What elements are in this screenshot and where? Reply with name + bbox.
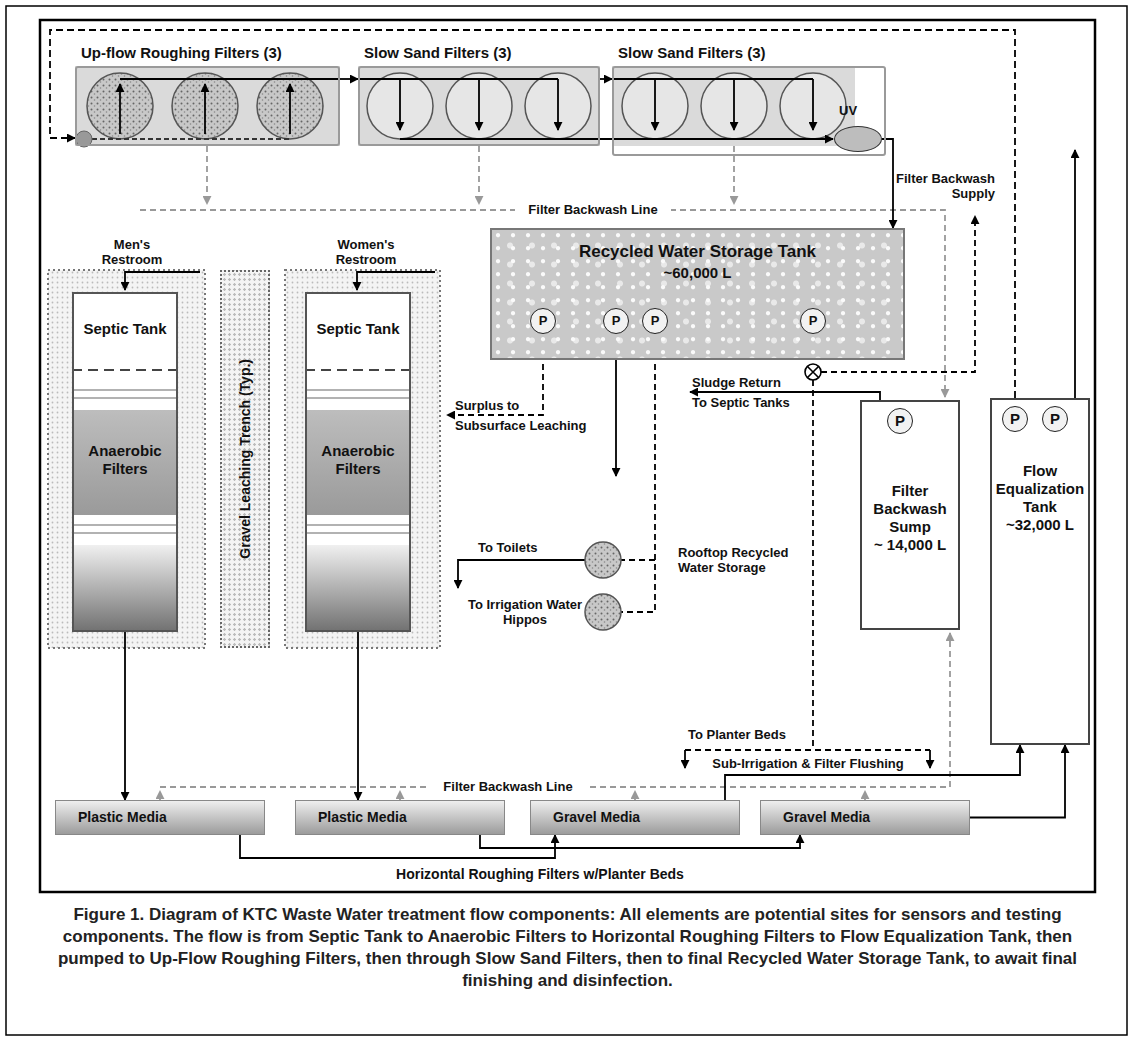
equalization-tank: Flow Equalization Tank~32,000 L P P	[990, 398, 1090, 745]
node-title: Filter Backwash Sump	[866, 482, 954, 536]
restroom-inlets	[125, 272, 435, 290]
flow-label: Surplus to	[455, 399, 540, 414]
uv-unit: UV	[834, 126, 882, 152]
flow-label: Sludge Return	[692, 376, 802, 391]
flow-connector	[882, 139, 893, 228]
node-note: ~ 14,000 L	[874, 536, 946, 554]
node-note: ~32,000 L	[1006, 516, 1074, 534]
septic-tank: Septic TankAnaerobic Filters	[305, 292, 411, 632]
flow-connector	[124, 632, 126, 800]
node-title: P	[1010, 410, 1020, 428]
flow-label: Filter Backwash Line	[515, 203, 671, 218]
flow-connector	[970, 745, 1065, 818]
recycled-water-lines	[447, 150, 1075, 768]
roughing-filter: Gravel Media	[760, 800, 970, 835]
flow-label: To Planter Beds	[688, 728, 806, 743]
flow-label: Subsurface Leaching	[455, 419, 605, 434]
node-note: Anaerobic Filters	[74, 442, 176, 478]
figure-caption: Figure 1. Diagram of KTC Waste Water tre…	[40, 904, 1095, 992]
flow-connector	[340, 78, 358, 80]
roughing-filter: Plastic Media	[295, 800, 505, 835]
node-title: Slow Sand Filters (3)	[364, 44, 512, 62]
flow-label: To Irrigation Water Hippos	[466, 598, 584, 628]
pump-symbol: P	[800, 308, 826, 334]
node-title: P	[1050, 410, 1060, 428]
flow-label: Filter Backwash Supply	[882, 172, 995, 202]
pump-symbol: P	[887, 408, 913, 434]
valve-symbol	[805, 364, 821, 380]
flow-label: Women's Restroom	[318, 238, 414, 268]
backwash-sump: Filter Backwash Sump~ 14,000 L P	[860, 400, 960, 630]
node-title: Plastic Media	[78, 809, 167, 826]
septic-regions	[48, 270, 440, 648]
pump-symbol: P	[1002, 406, 1028, 432]
filter-band: Up-flow Roughing Filters (3)	[75, 66, 340, 146]
frames	[6, 6, 1127, 1035]
rooftop-storage	[585, 542, 621, 630]
flow-label: Men's Restroom	[92, 238, 172, 268]
node-title: Gravel Media	[783, 809, 870, 826]
flow-connector	[240, 835, 555, 858]
flow-connector	[600, 78, 612, 80]
flow-label: To Toilets	[478, 541, 568, 556]
node-title: Flow Equalization Tank	[996, 462, 1084, 516]
flow-connector	[357, 632, 359, 800]
flow-connector	[50, 30, 1015, 398]
pump-symbol: P	[530, 308, 556, 334]
node-title: Gravel Leaching Trench (Typ.)	[237, 359, 254, 559]
septic-tank: Septic TankAnaerobic Filters	[72, 292, 178, 632]
roughing-filter: Plastic Media	[55, 800, 265, 835]
storage-tank: Recycled Water Storage Tank ~60,000 L P P P P	[490, 228, 905, 360]
node-title: Septic Tank	[74, 320, 176, 338]
pump-symbol: P	[1042, 406, 1068, 432]
flow-label: Filter Backwash Line	[430, 780, 586, 795]
flow-connector	[725, 745, 1020, 800]
filter-band: Slow Sand Filters (3)	[358, 66, 600, 146]
roughing-filter: Gravel Media	[530, 800, 740, 835]
node-title: P	[539, 313, 548, 329]
filter-band: Slow Sand Filters (3)UV	[612, 66, 886, 156]
flow-label: Horizontal Roughing Filters w/Planter Be…	[290, 866, 790, 882]
node-title: P	[809, 313, 818, 329]
flow-label: Rooftop Recycled Water Storage	[678, 546, 790, 576]
node-title: Gravel Media	[553, 809, 640, 826]
node-title: P	[612, 313, 621, 329]
node-title: P	[895, 412, 905, 430]
pump-symbol: P	[603, 308, 629, 334]
flow-label: To Septic Tanks	[692, 396, 802, 411]
pump-symbol: P	[642, 308, 668, 334]
flow-connector	[480, 835, 800, 848]
node-title: Septic Tank	[307, 320, 409, 338]
node-title: Plastic Media	[318, 809, 407, 826]
node-title: Recycled Water Storage Tank	[492, 242, 903, 262]
node-title: Up-flow Roughing Filters (3)	[81, 44, 282, 62]
leaching-trench: Gravel Leaching Trench (Typ.)	[220, 270, 270, 648]
filter-bands	[75, 66, 855, 146]
node-title: Slow Sand Filters (3)	[618, 44, 766, 62]
node-note: Anaerobic Filters	[307, 442, 409, 478]
node-note: ~60,000 L	[492, 264, 903, 282]
flow-label: Sub-Irrigation & Filter Flushing	[692, 757, 924, 772]
node-title: UV	[839, 103, 857, 119]
filter-internal-flow	[92, 79, 833, 139]
node-title: P	[651, 313, 660, 329]
